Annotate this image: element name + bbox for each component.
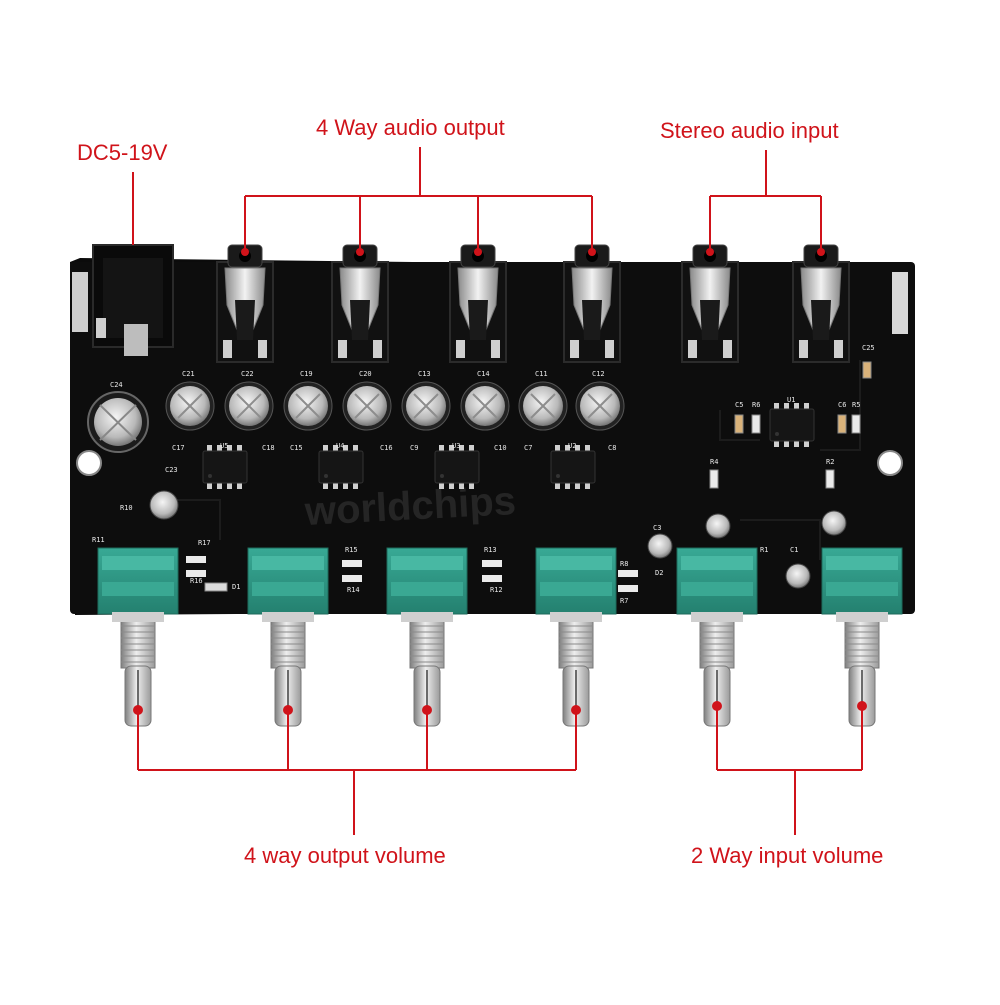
audio-jack [449,244,507,363]
component-label: R5 [852,401,860,409]
chip-label: U1 [787,396,795,404]
component-label: R10 [120,504,133,512]
component-label: R1 [760,546,768,554]
component-label: C6 [838,401,846,409]
input-chip [769,403,815,447]
component-label: R16 [190,577,203,585]
electrolytic-capacitor [518,381,568,431]
chip-label: U4 [336,442,344,450]
component-label: C16 [380,444,393,452]
component-label: C18 [262,444,275,452]
component-label: R6 [752,401,760,409]
component-label: R11 [92,536,105,544]
audio-jack [563,244,621,363]
chip-label: U3 [452,442,460,450]
audio-jack [681,244,739,363]
component-label: C17 [172,444,185,452]
component-label: C7 [524,444,532,452]
component-label: C15 [290,444,303,452]
electrolytic-capacitor [342,381,392,431]
audio-jacks [216,244,850,363]
cap-label: C21 [182,370,195,378]
electrolytic-capacitor [460,381,510,431]
audio-jack [331,244,389,363]
component-label: C23 [165,466,178,474]
cap-label: C19 [300,370,313,378]
annotation-lines [132,147,863,835]
annotation-dots [133,248,867,715]
potentiometer [247,547,329,727]
component-label: R4 [710,458,718,466]
component-label: R13 [484,546,497,554]
component-label: R17 [198,539,211,547]
potentiometer [386,547,468,727]
small-components [149,361,872,592]
cap-label: C12 [592,370,605,378]
electrolytic-capacitor [575,381,625,431]
component-label: C8 [608,444,616,452]
component-label: C5 [735,401,743,409]
component-label: C25 [862,344,875,352]
cap-label: C24 [110,381,123,389]
chip-label: U5 [220,442,228,450]
potentiometer [821,547,903,727]
audio-jack [792,244,850,363]
potentiometer [97,547,179,727]
op-amp-chip [202,445,248,489]
dc-power-jack [92,244,174,356]
component-label: R7 [620,597,628,605]
cap-label: C14 [477,370,490,378]
audio-output-label: 4 Way audio output [316,115,505,140]
capacitor-row [165,381,625,431]
audio-jack [216,244,274,363]
electrolytic-capacitor [224,381,274,431]
component-label: D1 [232,583,240,591]
component-label: C3 [653,524,661,532]
op-amp-chip [550,445,596,489]
component-label: R2 [826,458,834,466]
cap-label: C22 [241,370,254,378]
component-label: C10 [494,444,507,452]
op-amp-chips [202,403,815,489]
component-label: D2 [655,569,663,577]
capacitor-c24 [87,391,149,453]
electrolytic-capacitor [165,381,215,431]
electrolytic-capacitor [283,381,333,431]
cap-label: C20 [359,370,372,378]
cap-label: C13 [418,370,431,378]
input-volume-label: 2 Way input volume [691,843,884,868]
potentiometer [676,547,758,727]
op-amp-chip [318,445,364,489]
audio-input-label: Stereo audio input [660,118,839,143]
component-label: R8 [620,560,628,568]
component-label: R14 [347,586,360,594]
electrolytic-capacitor [401,381,451,431]
cap-label: C11 [535,370,548,378]
potentiometers [97,547,903,727]
component-label: R15 [345,546,358,554]
component-label: C1 [790,546,798,554]
chip-label: U2 [568,442,576,450]
potentiometer [535,547,617,727]
op-amp-chip [434,445,480,489]
dc-voltage-label: DC5-19V [77,140,168,165]
component-label: R12 [490,586,503,594]
component-label: C9 [410,444,418,452]
output-volume-label: 4 way output volume [244,843,446,868]
